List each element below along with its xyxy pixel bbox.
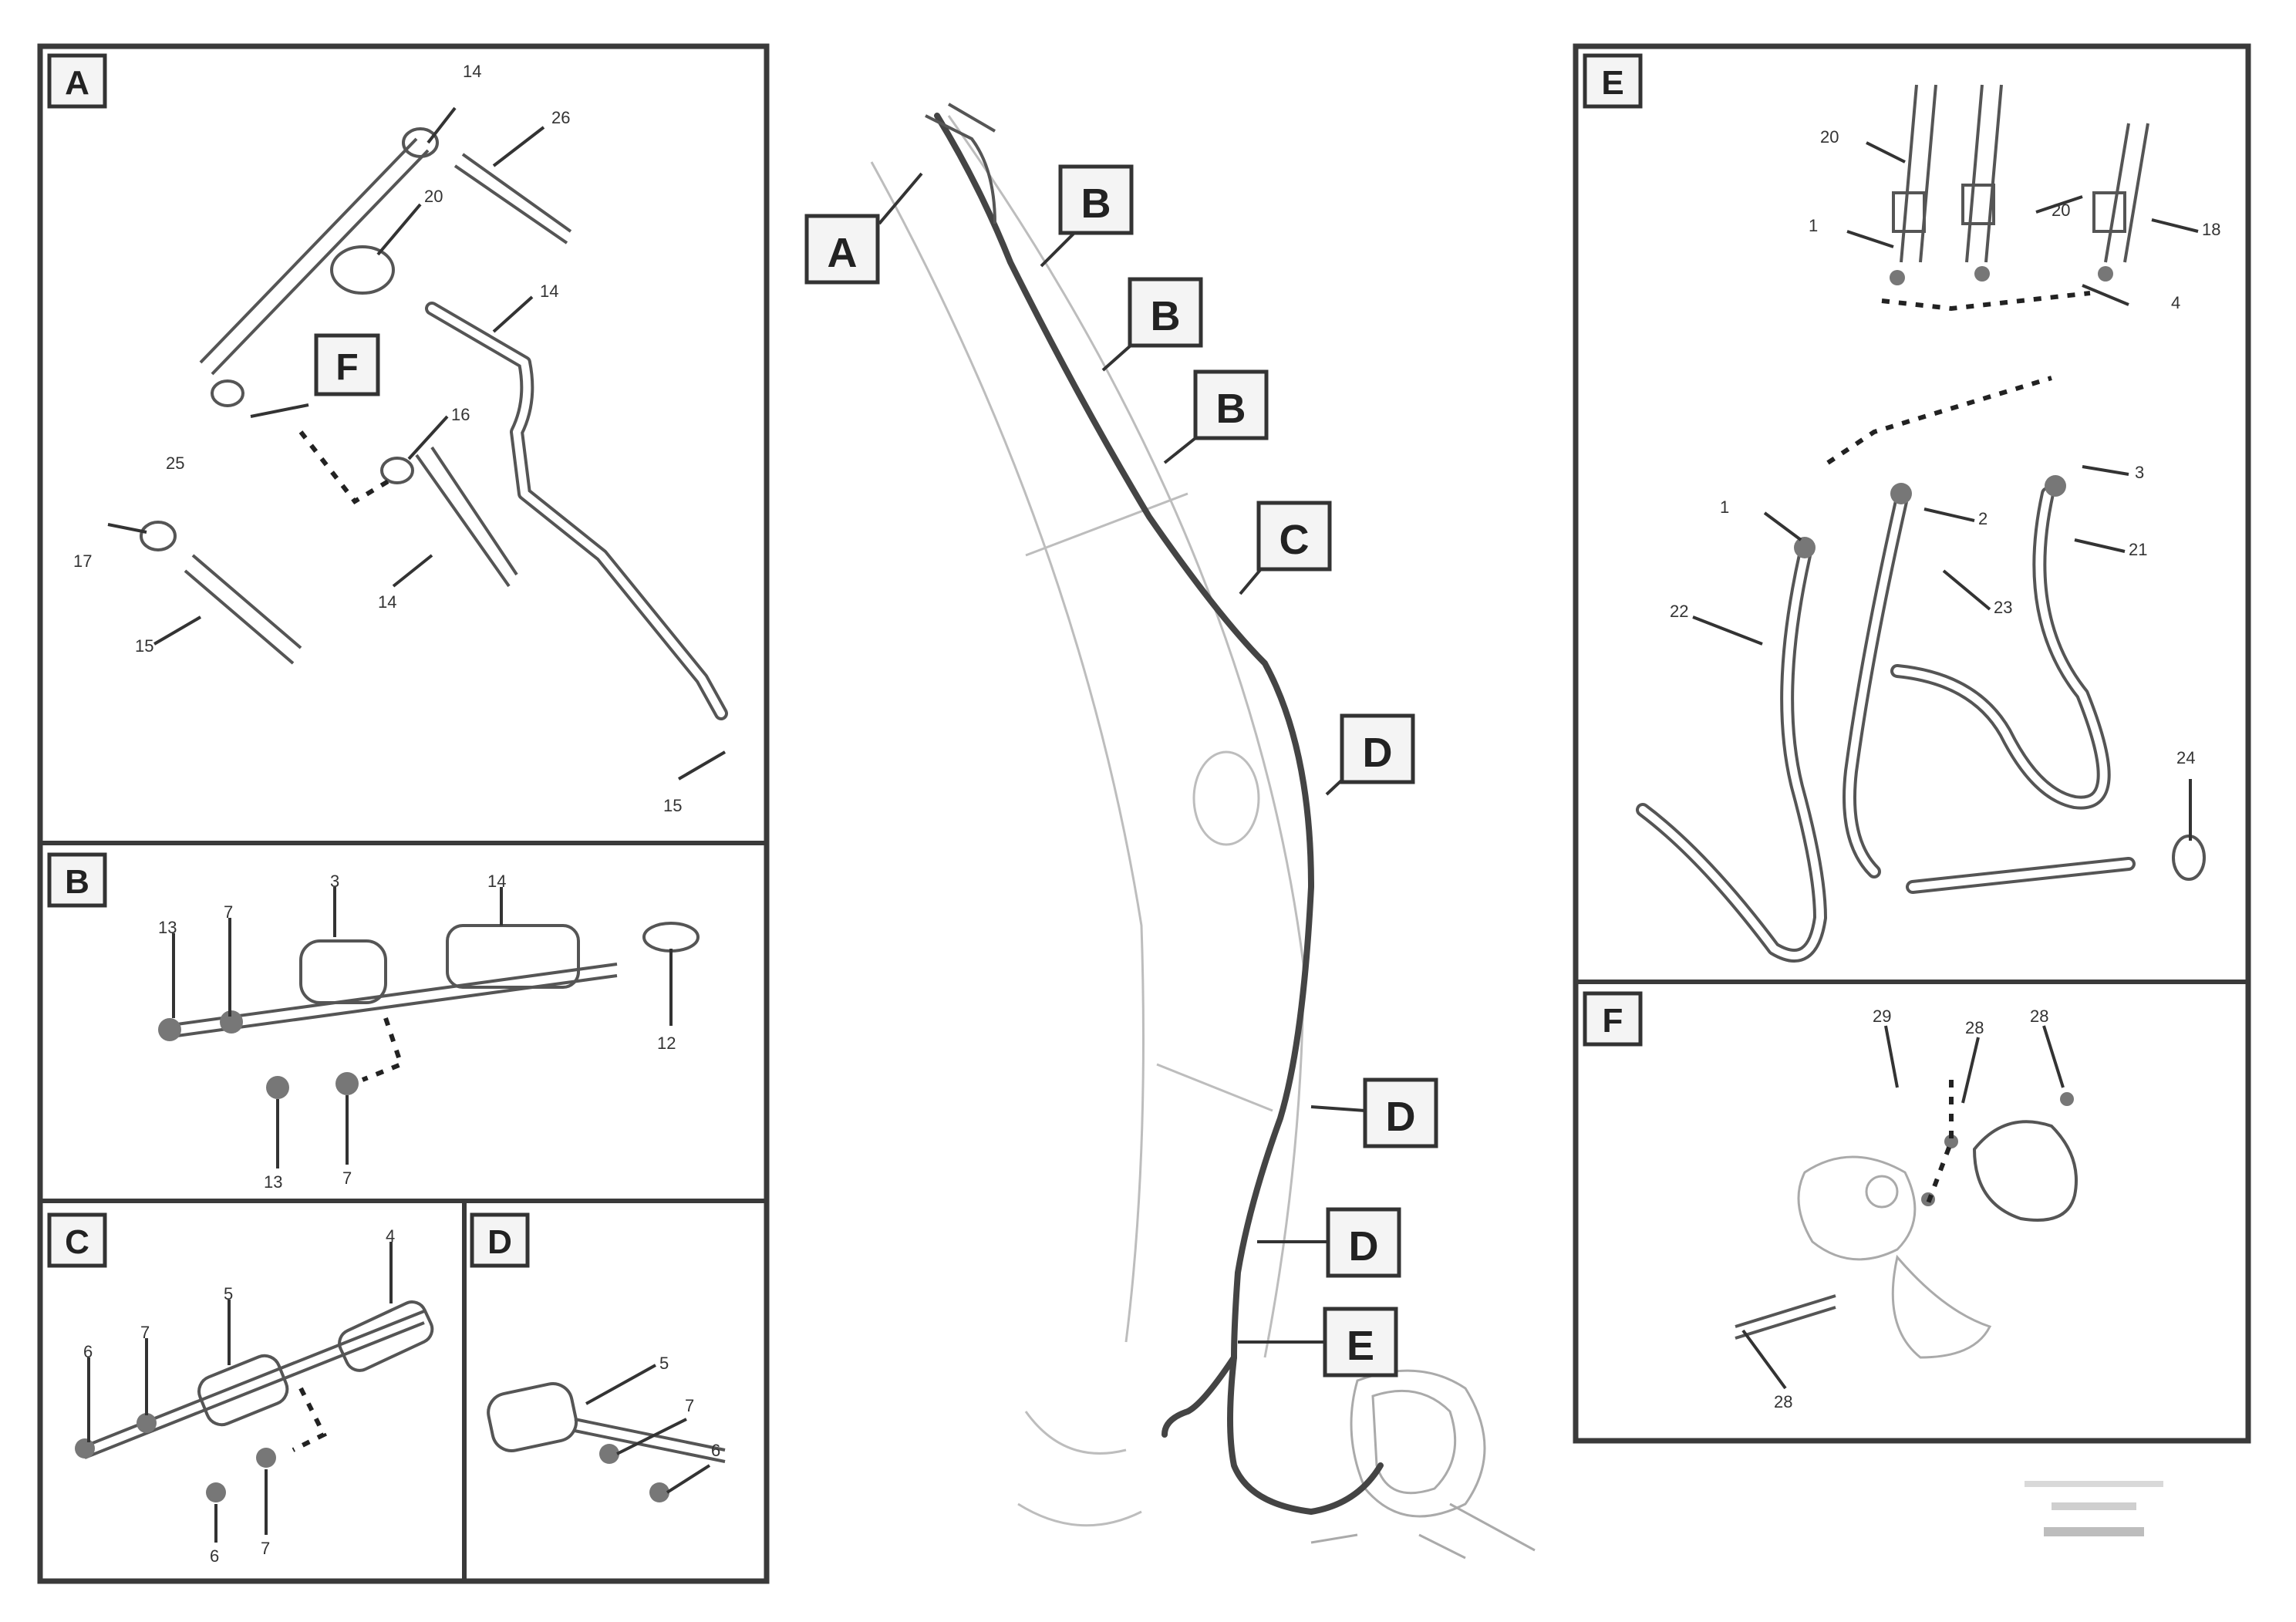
part-number: 23 (1994, 598, 2012, 617)
boom-drawing (870, 103, 1536, 1560)
part-number: 7 (342, 1168, 352, 1188)
svg-text:D: D (1363, 730, 1393, 776)
callout-d-2[interactable]: D (1363, 1077, 1438, 1148)
svg-text:D: D (487, 1223, 512, 1261)
part-number: 21 (2129, 540, 2147, 559)
part-number: 28 (2030, 1007, 2048, 1026)
callout-e[interactable]: E (1323, 1307, 1398, 1378)
part-number: 7 (140, 1323, 150, 1342)
svg-text:A: A (828, 230, 858, 276)
detail-a: A (47, 53, 728, 815)
detail-e-drawing (1636, 84, 2206, 963)
callout-b-2[interactable]: B (1128, 277, 1203, 348)
svg-text:F: F (335, 347, 358, 388)
part-number: 6 (711, 1441, 720, 1460)
callout-d-3[interactable]: D (1326, 1207, 1401, 1278)
part-number: 20 (1820, 127, 1839, 147)
detail-e-label[interactable]: E (1583, 53, 1643, 109)
detail-f-part-numbers: 29 28 28 28 (1774, 1007, 2048, 1411)
part-number: 6 (210, 1546, 219, 1566)
part-number: 14 (540, 282, 558, 301)
svg-text:C: C (1279, 517, 1310, 563)
part-number: 4 (2171, 293, 2180, 312)
detail-c-label[interactable]: C (47, 1212, 107, 1268)
left-panel-frame (37, 43, 770, 1584)
part-number: 3 (2135, 463, 2144, 482)
callout-c[interactable]: C (1256, 501, 1332, 572)
detail-c: C 6 7 5 4 6 7 (47, 1212, 434, 1566)
detail-a-callout-f[interactable]: F (314, 333, 380, 396)
part-number: 25 (166, 454, 184, 473)
detail-f-drawing (1735, 1025, 2078, 1390)
part-number: 5 (224, 1284, 233, 1303)
detail-e-part-numbers: 20 1 20 18 4 1 2 3 21 23 22 24 (1670, 127, 2220, 767)
part-number: 29 (1873, 1007, 1891, 1026)
detail-c-drawing (75, 1242, 434, 1543)
part-number: 5 (659, 1354, 669, 1373)
part-number: 15 (663, 796, 682, 815)
part-number: 6 (83, 1342, 93, 1361)
part-number: 28 (1774, 1392, 1792, 1411)
part-number: 13 (264, 1172, 282, 1192)
detail-f-label[interactable]: F (1583, 991, 1643, 1047)
part-number: 28 (1965, 1018, 1984, 1037)
svg-text:B: B (1081, 180, 1111, 227)
callout-a[interactable]: A (804, 214, 880, 285)
detail-e: E (1583, 53, 2220, 963)
part-number: 18 (2202, 220, 2220, 239)
part-number: 1 (1720, 497, 1729, 517)
part-number: 7 (224, 902, 233, 922)
detail-d-part-numbers: 5 7 6 (659, 1354, 720, 1460)
part-number: 20 (2052, 201, 2070, 220)
callout-b-1[interactable]: B (1058, 164, 1134, 235)
svg-text:E: E (1347, 1323, 1374, 1369)
part-number: 12 (657, 1034, 676, 1053)
svg-text:F: F (1603, 1002, 1623, 1040)
detail-b-label[interactable]: B (47, 852, 107, 908)
part-number: 14 (463, 62, 481, 81)
part-number: 14 (487, 872, 506, 891)
detail-a-part-numbers: 14 26 20 14 16 14 17 15 15 25 (73, 62, 682, 815)
part-number: 4 (386, 1226, 395, 1246)
part-number: 26 (551, 108, 570, 127)
svg-text:B: B (1216, 386, 1246, 432)
detail-d-drawing (487, 1364, 726, 1502)
part-number: 7 (685, 1396, 694, 1415)
detail-b-drawing (158, 887, 700, 1168)
svg-text:C: C (65, 1223, 89, 1261)
detail-d-label[interactable]: D (470, 1212, 530, 1268)
detail-a-drawing (107, 106, 728, 781)
part-number: 1 (1809, 216, 1818, 235)
detail-b: B 13 7 3 14 12 13 7 (47, 852, 700, 1192)
part-number: 7 (261, 1539, 270, 1558)
callout-d-1[interactable]: D (1340, 713, 1415, 784)
detail-d: D 5 7 6 (470, 1212, 726, 1502)
svg-text:E: E (1601, 64, 1623, 102)
figure-id-block (2025, 1481, 2163, 1536)
svg-text:D: D (1349, 1223, 1379, 1270)
part-number: 17 (73, 551, 92, 571)
svg-text:B: B (65, 863, 89, 901)
part-number: 20 (424, 187, 443, 206)
part-number: 16 (451, 405, 470, 424)
part-number: 14 (378, 592, 396, 612)
detail-a-label[interactable]: A (47, 53, 107, 109)
svg-text:B: B (1151, 293, 1181, 339)
part-number: 13 (158, 918, 177, 937)
detail-c-part-numbers: 6 7 5 4 6 7 (83, 1226, 395, 1566)
part-number: 2 (1978, 509, 1988, 528)
part-number: 24 (2176, 748, 2195, 767)
detail-b-part-numbers: 13 7 3 14 12 13 7 (158, 872, 676, 1192)
boom-overview: A B B B C D D (804, 103, 1536, 1560)
right-panel-frame (1573, 43, 2251, 1444)
callout-b-3[interactable]: B (1193, 369, 1269, 440)
svg-text:D: D (1386, 1094, 1416, 1140)
detail-f: F 29 28 28 28 (1583, 991, 2078, 1411)
part-number: 22 (1670, 602, 1688, 621)
boom-callouts: A B B B C D D (804, 164, 1438, 1378)
svg-text:A: A (65, 64, 89, 102)
part-number: 15 (135, 636, 153, 656)
part-number: 3 (330, 872, 339, 891)
